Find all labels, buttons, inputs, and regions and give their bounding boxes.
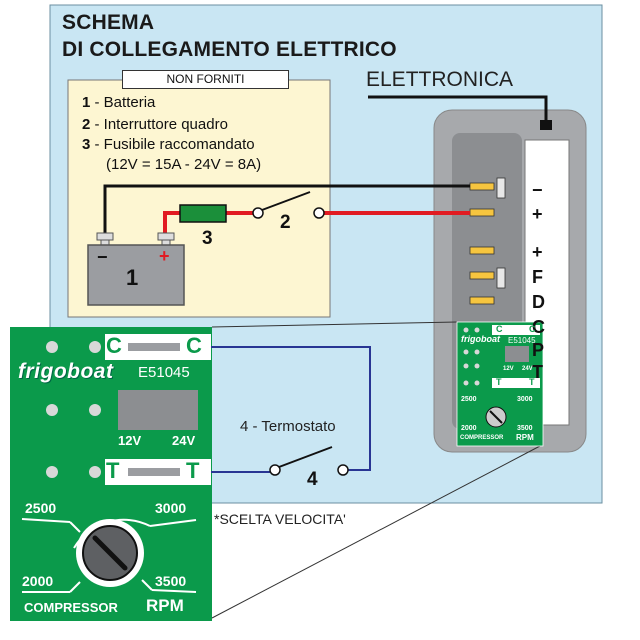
- mini-compressor-label: COMPRESSOR: [460, 435, 504, 441]
- terminal-label-c: C: [532, 317, 545, 337]
- fuse-rating-note: (12V = 15A - 24V = 8A): [106, 156, 262, 173]
- mini-t-label-right: T: [529, 377, 535, 387]
- t-terminal-left-label: T: [106, 458, 120, 483]
- thermostat-contact-left: [269, 464, 281, 476]
- rpm-3000-label: 3000: [155, 500, 187, 516]
- mini-brand-logo: frigoboat: [461, 334, 500, 344]
- terminal-label-neg: −: [532, 180, 543, 200]
- c-terminal-left-label: C: [106, 333, 122, 358]
- legend-text: - Batteria: [90, 94, 156, 111]
- legend-text: - Interruttore quadro: [90, 116, 228, 133]
- mini-control-panel: [456, 321, 544, 447]
- switch-lever-icon: [261, 191, 311, 211]
- legend-item-battery: 1 - Batteria: [82, 94, 155, 111]
- rpm-tick-3500-end: [141, 579, 153, 591]
- rpm-tick-2500-end: [69, 521, 81, 533]
- terminal-strip: [524, 139, 570, 426]
- rpm-tick-3000: [149, 519, 197, 527]
- terminal-label-d: D: [532, 292, 545, 312]
- t-terminal-right-label: T: [186, 458, 200, 483]
- switch-number: 2: [280, 212, 291, 233]
- rpm-2500-label: 2500: [25, 500, 57, 516]
- thermostat-caption: 4 - Termostato: [240, 418, 336, 435]
- mini-c-label-right: C: [529, 324, 536, 334]
- mini-c-label: C: [496, 324, 503, 334]
- electronics-label: ELETTRONICA: [366, 68, 514, 91]
- diagram-title-line2: DI COLLEGAMENTO ELETTRICO: [62, 38, 397, 61]
- c-terminal-bar: [128, 343, 180, 351]
- not-supplied-header: NON FORNITI: [122, 70, 289, 89]
- legend-item-switch: 2 - Interruttore quadro: [82, 116, 228, 133]
- thermostat-wire-c: [211, 346, 371, 471]
- battery-icon: [87, 232, 185, 306]
- zoom-line-bottom: [211, 445, 541, 619]
- rpm-tick-3500: [151, 589, 197, 593]
- voltage-jumper-window: [118, 390, 198, 430]
- rpm-knob-slot-icon: [92, 535, 128, 571]
- t-terminal-bar: [128, 468, 180, 476]
- mini-24v: 24V: [522, 366, 533, 372]
- model-number: E51045: [138, 364, 190, 381]
- thermostat-switch-icon: [278, 446, 333, 468]
- panel-holes: [46, 341, 101, 478]
- battery-minus-sign: −: [97, 247, 108, 267]
- c-terminal-right-label: C: [186, 333, 202, 358]
- frigoboat-logo: frigoboat: [18, 360, 114, 383]
- rpm-tick-2000-end: [69, 581, 81, 593]
- terminal-label-pos: +: [532, 204, 543, 224]
- mini-rpm-2000: 2000: [461, 425, 477, 432]
- legend-num: 1: [82, 94, 91, 111]
- zoom-line-top: [211, 321, 458, 328]
- negative-wire: [103, 184, 470, 243]
- mini-t-label: T: [496, 377, 502, 387]
- diagram-title-line1: SCHEMA: [62, 11, 155, 34]
- rpm-tick-2500: [21, 518, 71, 523]
- thermostat-number: 4: [307, 469, 318, 490]
- switch-contact-right: [313, 207, 325, 219]
- rpm-label: RPM: [146, 596, 184, 615]
- rpm-3500-label: 3500: [155, 573, 187, 589]
- thermostat-contact-right: [337, 464, 349, 476]
- legend-num: 3: [82, 136, 91, 153]
- mini-rpm-2500: 2500: [461, 396, 477, 403]
- voltage-12v-label: 12V: [118, 433, 142, 448]
- electronics-leader-line: [368, 95, 548, 122]
- mini-model-label: E51045: [508, 336, 536, 345]
- terminal-label-p: P: [532, 340, 545, 360]
- switch-contact-left: [252, 207, 264, 219]
- battery-number: 1: [126, 265, 139, 290]
- legend-text: - Fusibile raccomandato: [90, 136, 255, 153]
- mini-rpm-3500: 3500: [517, 425, 533, 432]
- terminal-label-pos2: +: [532, 242, 543, 262]
- voltage-24v-label: 24V: [172, 433, 196, 448]
- mini-rpm-3000: 3000: [517, 396, 533, 403]
- fuse-icon: [179, 204, 227, 223]
- terminal-label-t: T: [532, 362, 543, 382]
- compressor-label: COMPRESSOR: [24, 600, 118, 615]
- battery-plus-sign: +: [159, 246, 170, 266]
- rpm-2000-label: 2000: [22, 573, 54, 589]
- terminal-label-f: F: [532, 267, 543, 287]
- legend-num: 2: [82, 116, 91, 133]
- mini-12v: 12V: [503, 366, 514, 372]
- electronics-pointer-dot: [540, 120, 552, 130]
- fuse-number: 3: [202, 228, 213, 249]
- mini-rpm-label: RPM: [516, 433, 534, 442]
- legend-item-fuse: 3 - Fusibile raccomandato: [82, 136, 255, 153]
- speed-selection-note: *SCELTA VELOCITA': [214, 511, 346, 527]
